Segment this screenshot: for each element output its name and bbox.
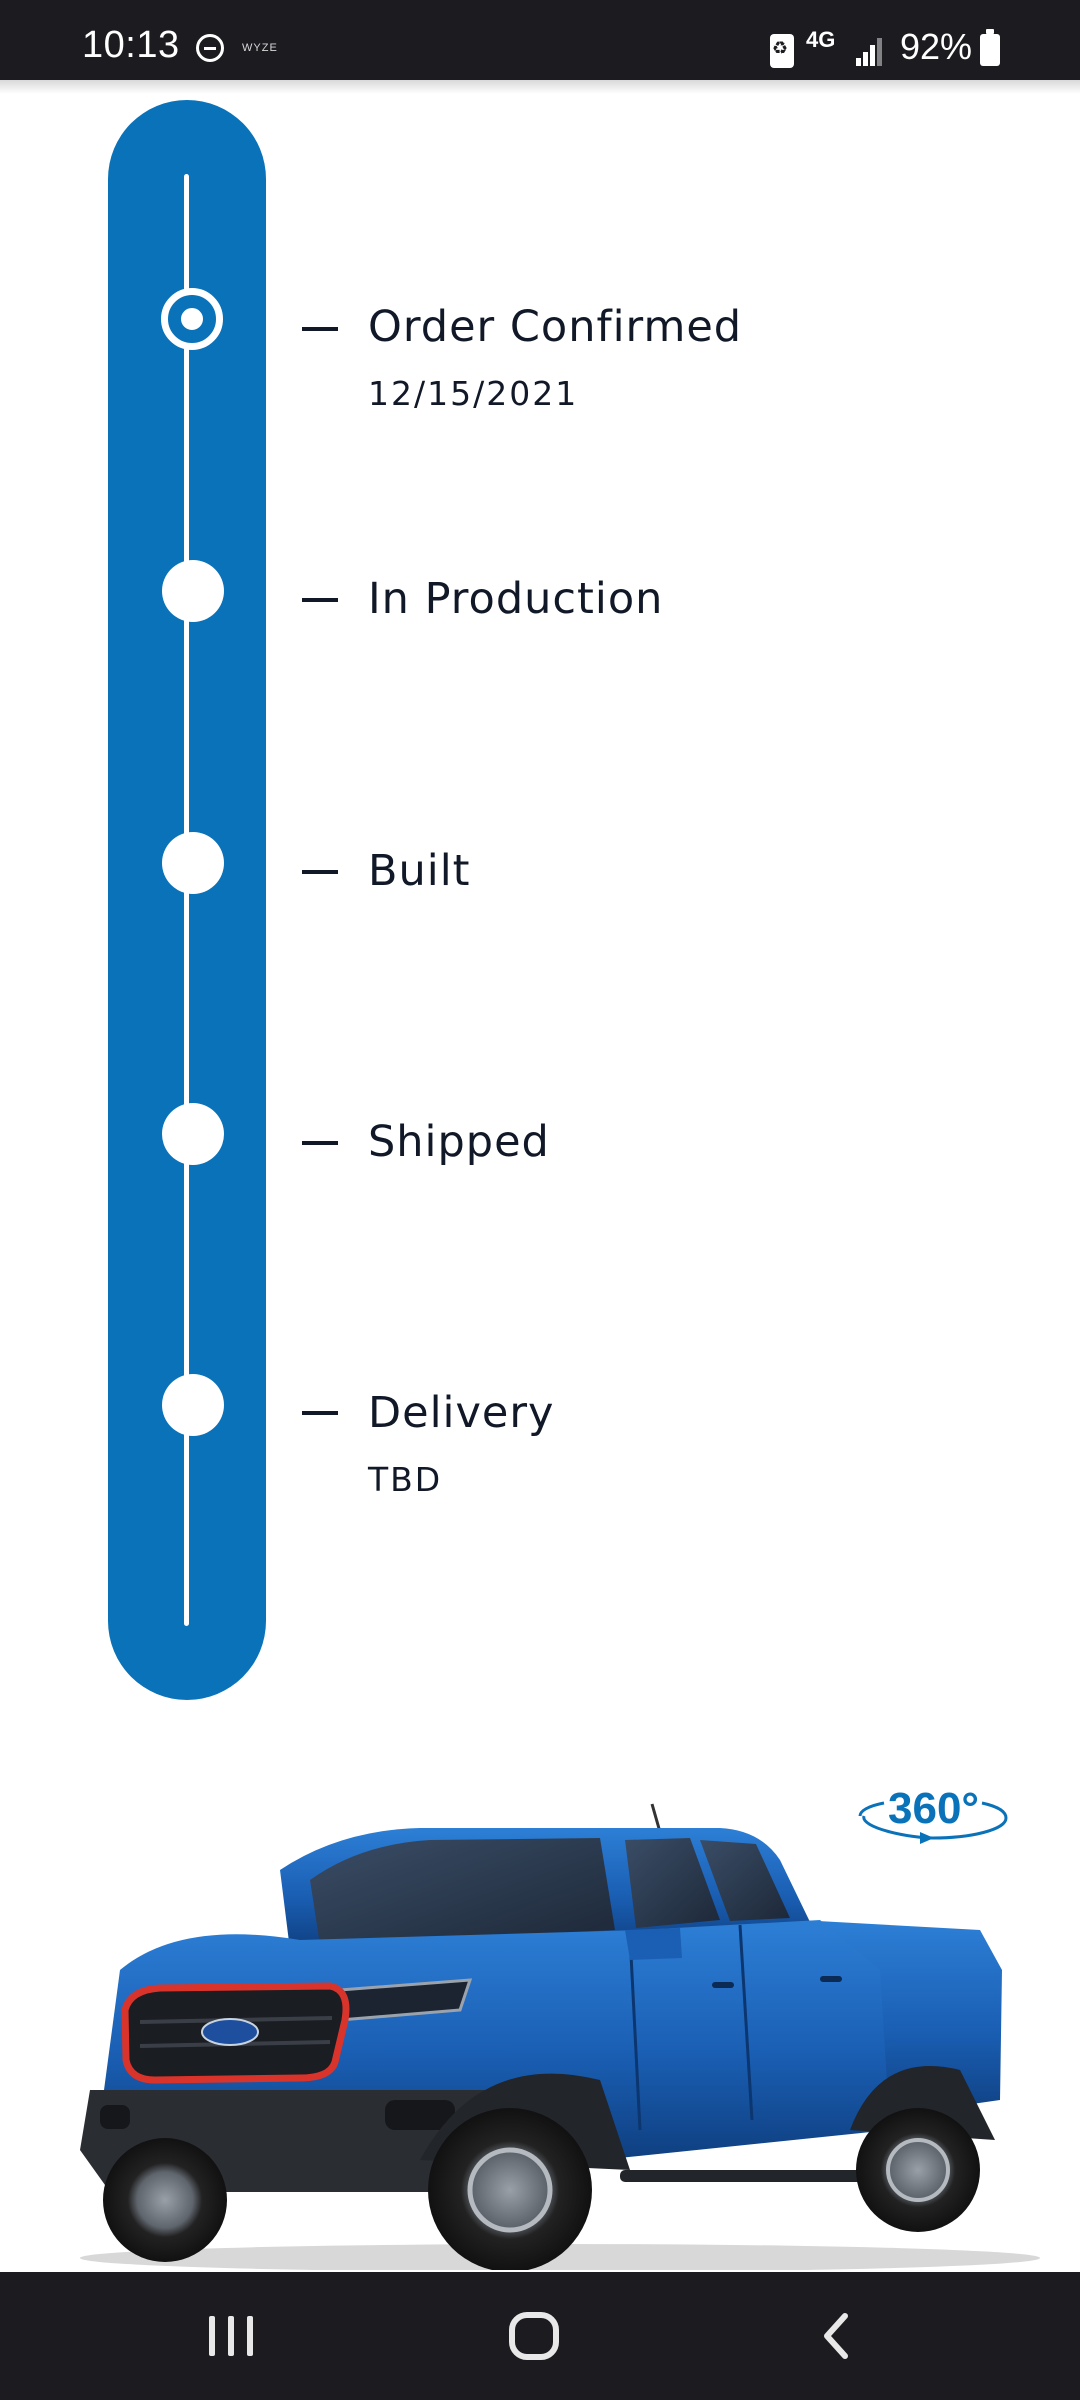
step-label-order-confirmed: Order Confirmed (368, 302, 743, 352)
status-time: 10:13 (82, 24, 180, 66)
status-bar: 10:13 WYZE 4G 92% (0, 0, 1080, 80)
recents-button[interactable] (131, 2272, 331, 2400)
vehicle-image[interactable] (40, 1800, 1040, 2272)
step-label-in-production: In Production (368, 574, 664, 624)
step-dash (302, 870, 338, 874)
rotate-360-icon (858, 1801, 1008, 1844)
header-shadow (0, 80, 1080, 94)
step-pending-marker-icon (162, 1374, 224, 1436)
view-360-button[interactable]: 360° (850, 1778, 1016, 1846)
network-type: 4G (806, 27, 836, 52)
step-label-shipped: Shipped (368, 1117, 550, 1167)
step-pending-marker-icon (162, 1103, 224, 1165)
back-icon (824, 2313, 848, 2359)
step-current-marker-icon (161, 288, 223, 350)
home-icon (509, 2312, 559, 2360)
step-pending-marker-icon (162, 560, 224, 622)
battery-icon (980, 29, 1000, 66)
navigation-bar (0, 2272, 1080, 2400)
battery-percent: 92% (900, 26, 973, 67)
recents-icon (209, 2316, 253, 2356)
step-pending-marker-icon (162, 832, 224, 894)
do-not-disturb-icon (196, 34, 224, 62)
step-dash (302, 327, 338, 331)
signal-icon (856, 36, 884, 66)
battery-saver-icon (770, 34, 794, 68)
step-dash (302, 598, 338, 602)
step-date-delivery: TBD (368, 1460, 443, 1499)
view-360-label: 360° (888, 1784, 980, 1833)
timeline-line (184, 174, 189, 1626)
step-label-delivery: Delivery (368, 1388, 555, 1438)
step-dash (302, 1411, 338, 1415)
step-dash (302, 1141, 338, 1145)
home-button[interactable] (434, 2272, 634, 2400)
pickup-truck-icon (80, 1803, 1040, 2272)
wyze-notification-icon: WYZE (242, 42, 278, 54)
back-button[interactable] (737, 2272, 937, 2400)
step-date-order-confirmed: 12/15/2021 (368, 374, 579, 413)
step-label-built: Built (368, 846, 471, 896)
